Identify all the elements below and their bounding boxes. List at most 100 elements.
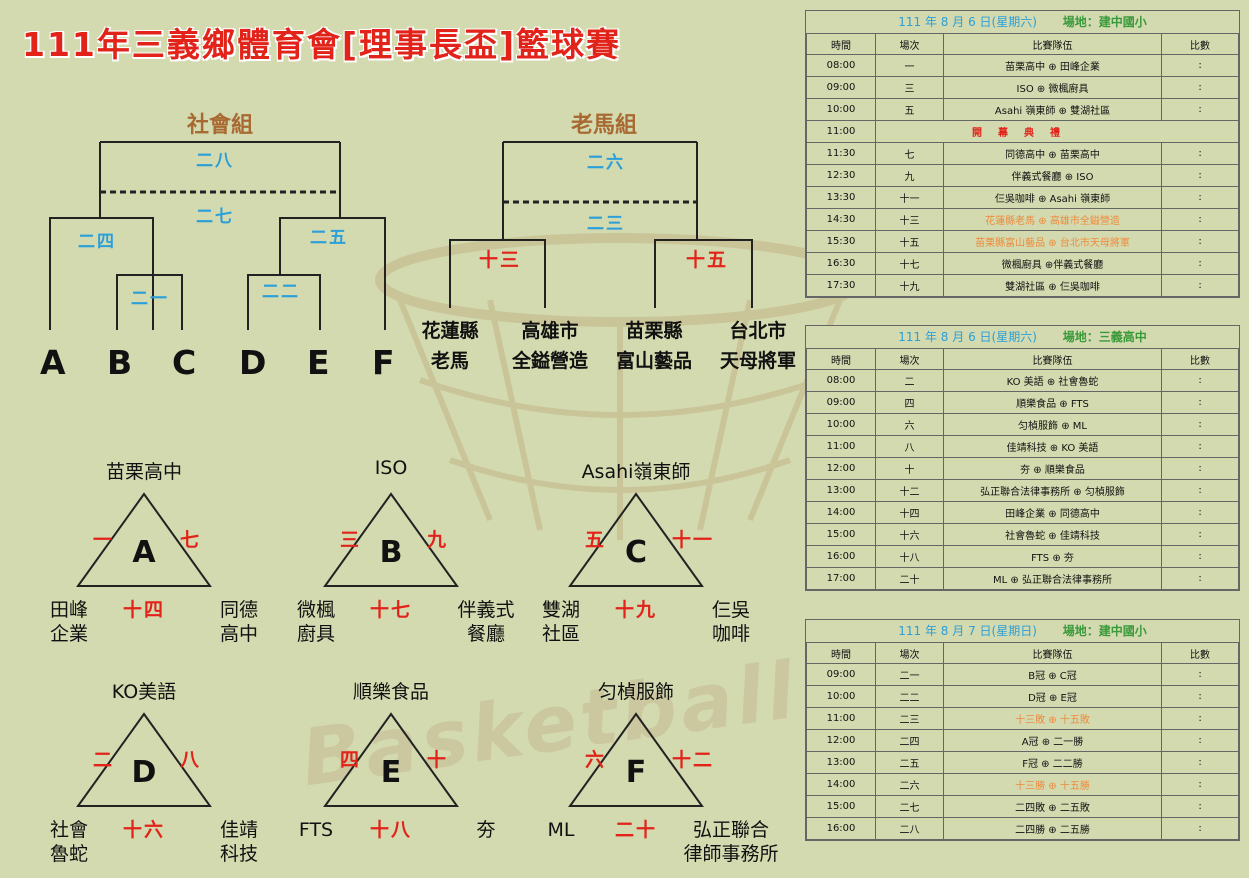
group-bottom-game: 十八: [369, 819, 412, 841]
row-game: 十六: [875, 523, 944, 546]
row-score: :: [1161, 274, 1239, 297]
row-match: 順樂食品 ⊕ FTS: [943, 391, 1162, 414]
row-ceremony: 開 幕 典 禮: [875, 120, 1239, 143]
row-time: 09:00: [806, 76, 876, 99]
social-leaf-d: D: [239, 343, 267, 382]
row-time: 12:00: [806, 729, 876, 752]
row-match: ML ⊕ 弘正聯合法律事務所: [943, 567, 1162, 590]
schedule-row: 17:00 二十 ML ⊕ 弘正聯合法律事務所 :: [806, 567, 1239, 590]
row-game: 十二: [875, 479, 944, 502]
row-score: :: [1161, 545, 1239, 568]
social-semi-left-game: 二四: [78, 232, 116, 252]
row-match: ISO ⊕ 微楓廚具: [943, 76, 1162, 99]
row-game: 二八: [875, 817, 944, 840]
row-game: 十三: [875, 208, 944, 231]
group-bottom-right-team: 同德高中: [219, 599, 258, 645]
schedule-row: 08:00 二 KO 美語 ⊕ 社會魯蛇 :: [806, 369, 1239, 392]
schedule-row: 11:00 開 幕 典 禮: [806, 120, 1239, 143]
row-time: 11:00: [806, 707, 876, 730]
row-game: 八: [875, 435, 944, 458]
group-bottom-right-team: 弘正聯合律師事務所: [683, 819, 779, 865]
row-time: 13:00: [806, 479, 876, 502]
group-left-game: 三: [339, 529, 361, 551]
col-time-header: 時間: [806, 642, 876, 664]
veteran-team-2: 高雄市全鎰營造: [511, 320, 588, 372]
group-bottom-game: 十九: [614, 599, 657, 621]
social-leaf-e: E: [307, 343, 330, 382]
group-right-game: 十二: [672, 749, 715, 771]
schedule-row: 16:00 二八 二四勝 ⊕ 二五勝 :: [806, 817, 1239, 840]
group-letter: D: [131, 755, 157, 790]
row-game: 九: [875, 164, 944, 187]
col-match-header: 比賽隊伍: [943, 33, 1162, 55]
veteran-third-game: 二三: [587, 214, 625, 234]
row-game: 二: [875, 369, 944, 392]
group-letter: A: [132, 535, 156, 570]
row-match: Asahi 嶺東師 ⊕ 雙湖社區: [943, 98, 1162, 121]
group-right-game: 九: [427, 529, 449, 551]
schedule-row: 11:30 七 同德高中 ⊕ 苗栗高中 :: [806, 142, 1239, 165]
social-third-game: 二七: [196, 207, 234, 227]
row-match: D冠 ⊕ E冠: [943, 685, 1162, 708]
row-time: 16:30: [806, 252, 876, 275]
row-match: 十三敗 ⊕ 十五敗: [943, 707, 1162, 730]
schedule-date: 111 年 8 月 6 日(星期六): [898, 15, 1037, 29]
schedule-row: 15:30 十五 苗栗縣富山藝品 ⊕ 台北市天母將軍 :: [806, 230, 1239, 253]
row-time: 13:00: [806, 751, 876, 774]
row-game: 二四: [875, 729, 944, 752]
row-time: 12:00: [806, 457, 876, 480]
row-game: 五: [875, 98, 944, 121]
social-qf-left-game: 二一: [131, 289, 169, 309]
group-bottom-right-team: 仨吳咖啡: [711, 599, 750, 645]
row-time: 14:30: [806, 208, 876, 231]
veteran-bracket-lines: [449, 141, 753, 308]
veteran-final-game: 二六: [587, 153, 625, 173]
row-time: 16:00: [806, 545, 876, 568]
group-top-team: 順樂食品: [352, 681, 429, 703]
row-game: 一: [875, 54, 944, 77]
group-bottom-left-team: 田峰企業: [49, 599, 88, 645]
schedule-header: 111 年 8 月 6 日(星期六) 場地：三義高中: [806, 326, 1239, 348]
row-game: 四: [875, 391, 944, 414]
row-time: 15:30: [806, 230, 876, 253]
row-score: :: [1161, 817, 1239, 840]
row-time: 09:00: [806, 663, 876, 686]
row-time: 08:00: [806, 369, 876, 392]
group-left-game: 四: [339, 749, 361, 771]
schedule-row: 15:00 二七 二四敗 ⊕ 二五敗 :: [806, 795, 1239, 818]
row-match: F冠 ⊕ 二二勝: [943, 751, 1162, 774]
row-game: 二七: [875, 795, 944, 818]
veteran-semi-left-game: 十三: [479, 249, 522, 271]
group-triangle-shape: [568, 712, 704, 807]
group-top-team: KO美語: [111, 681, 177, 703]
row-match: 同德高中 ⊕ 苗栗高中: [943, 142, 1162, 165]
group-triangle-shape: [76, 712, 212, 807]
social-leaf-f: F: [372, 343, 395, 382]
group-letter: B: [379, 535, 403, 570]
schedule-header: 111 年 8 月 7 日(星期日) 場地：建中國小: [806, 620, 1239, 642]
social-leaf-a: A: [40, 343, 66, 382]
row-game: 十五: [875, 230, 944, 253]
row-match: 夯 ⊕ 順樂食品: [943, 457, 1162, 480]
schedule-table-3: 111 年 8 月 7 日(星期日) 場地：建中國小 時間 場次 比賽隊伍 比數…: [805, 619, 1240, 841]
row-time: 17:00: [806, 567, 876, 590]
row-game: 十: [875, 457, 944, 480]
col-game-header: 場次: [875, 348, 944, 370]
schedule-row: 10:00 二二 D冠 ⊕ E冠 :: [806, 685, 1239, 708]
row-match: A冠 ⊕ 二一勝: [943, 729, 1162, 752]
row-match: 二四勝 ⊕ 二五勝: [943, 817, 1162, 840]
schedule-row: 08:00 一 苗栗高中 ⊕ 田峰企業 :: [806, 54, 1239, 77]
schedule-header-row: 時間 場次 比賽隊伍 比數: [806, 642, 1239, 664]
col-score-header: 比數: [1161, 348, 1239, 370]
group-bottom-left-team: ML: [547, 819, 575, 841]
row-match: 社會魯蛇 ⊕ 佳靖科技: [943, 523, 1162, 546]
row-match: 伴義式餐廳 ⊕ ISO: [943, 164, 1162, 187]
schedule-row: 17:30 十九 雙湖社區 ⊕ 仨吳咖啡 :: [806, 274, 1239, 297]
schedule-row: 14:30 十三 花蓮縣老馬 ⊕ 高雄市全鎰營造 :: [806, 208, 1239, 231]
schedule-row: 11:00 二三 十三敗 ⊕ 十五敗 :: [806, 707, 1239, 730]
row-match: 田峰企業 ⊕ 同德高中: [943, 501, 1162, 524]
schedule-row: 12:00 十 夯 ⊕ 順樂食品 :: [806, 457, 1239, 480]
group-right-game: 十: [427, 749, 449, 771]
veteran-team-1: 花蓮縣老馬: [421, 320, 479, 372]
group-bottom-left-team: FTS: [298, 819, 334, 841]
